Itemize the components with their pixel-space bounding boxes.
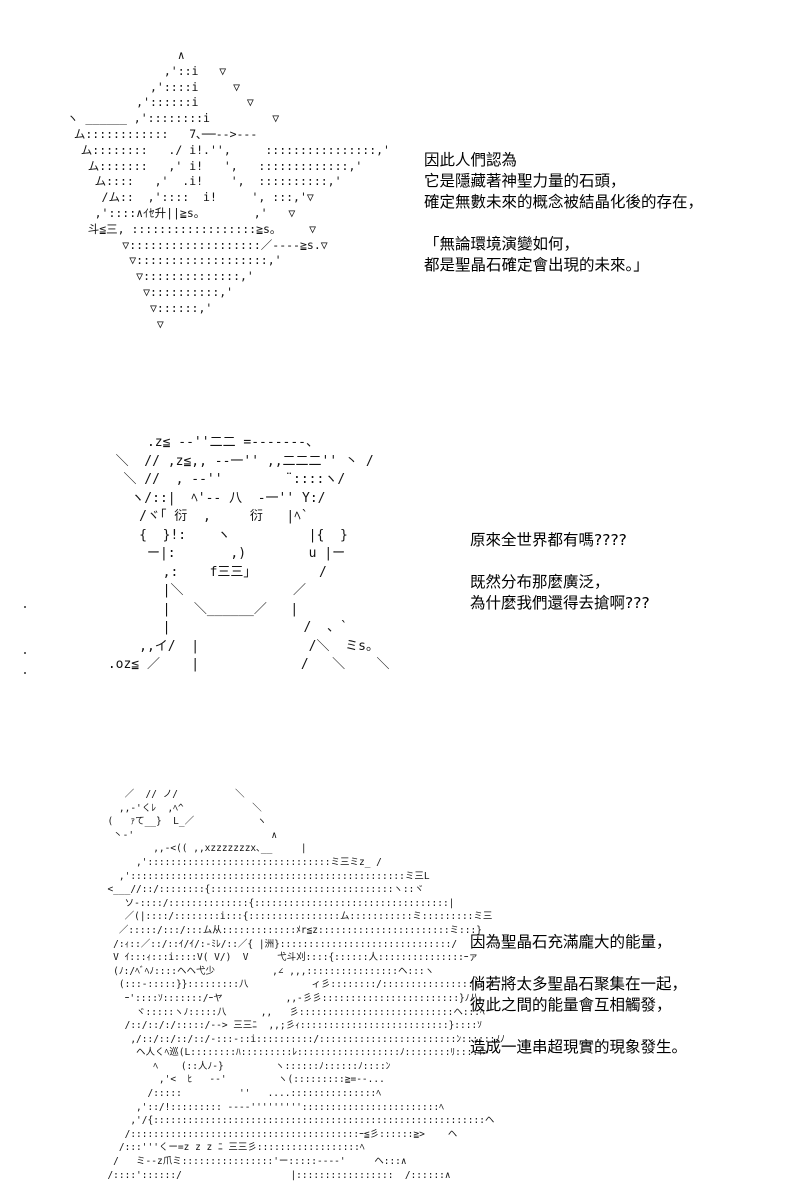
caption-line: 因為聖晶石充滿龐大的能量， (470, 933, 672, 951)
caption-paragraph: 因為聖晶石充滿龐大的能量， (470, 932, 687, 953)
caption-paragraph: 既然分布那麼廣泛， 為什麼我們還得去搶啊??? (470, 572, 650, 614)
ascii-art-girl: ／ // ノ/ ＼ ,,-'くﾚ ,ﾍ^ ＼ ( ｧて__} L_／ ヽ 丶-'… (107, 789, 505, 1181)
ascii-art-crystal: ∧ ,'::i ▽ ,'::::i ▽ ,'::::::i ▽ ヽ ______… (66, 48, 390, 331)
caption-line: 彼此之間的能量會互相觸發， (470, 996, 672, 1014)
speck (24, 672, 26, 674)
panel-boy: .z≦ --''二二 =-------、 ＼ // ,z≦,, --一'' ,,… (0, 410, 800, 770)
caption-line: 倘若將太多聖晶石聚集在一起， (470, 975, 688, 993)
caption-line: 為什麼我們還得去搶啊??? (470, 594, 650, 612)
speck (24, 652, 26, 654)
caption-line: 原來全世界都有嗎???? (470, 531, 627, 549)
caption-line: 既然分布那麼廣泛， (470, 573, 610, 591)
caption-crystal: 因此人們認為 它是隱藏著神聖力量的石頭， 確定無數未來的概念被結晶化後的存在， … (424, 150, 703, 276)
caption-line: 它是隱藏著神聖力量的石頭， (424, 172, 626, 190)
panel-crystal: ∧ ,'::i ▽ ,'::::i ▽ ,'::::::i ▽ ヽ ______… (0, 0, 800, 410)
caption-paragraph: 因此人們認為 它是隱藏著神聖力量的石頭， 確定無數未來的概念被結晶化後的存在， (424, 150, 703, 213)
quote-line: 「無論環境演變如何， (424, 235, 580, 253)
caption-paragraph: 造成一連串超現實的現象發生。 (470, 1037, 687, 1058)
caption-girl: 因為聖晶石充滿龐大的能量， 倘若將太多聖晶石聚集在一起， 彼此之間的能量會互相觸… (470, 932, 687, 1058)
caption-line: 因此人們認為 (424, 151, 518, 169)
ascii-art-boy: .z≦ --''二二 =-------、 ＼ // ,z≦,, --一'' ,,… (107, 435, 390, 672)
panel-girl: ／ // ノ/ ＼ ,,-'くﾚ ,ﾍ^ ＼ ( ｧて__} L_／ ヽ 丶-'… (0, 770, 800, 1200)
caption-paragraph: 倘若將太多聖晶石聚集在一起， 彼此之間的能量會互相觸發， (470, 974, 687, 1016)
quote-paragraph: 「無論環境演變如何， 都是聖晶石確定會出現的未來。」 (424, 234, 703, 276)
quote-line: 都是聖晶石確定會出現的未來。」 (424, 256, 649, 274)
caption-boy: 原來全世界都有嗎???? 既然分布那麼廣泛， 為什麼我們還得去搶啊??? (470, 530, 650, 614)
caption-paragraph: 原來全世界都有嗎???? (470, 530, 650, 551)
caption-line: 造成一連串超現實的現象發生。 (470, 1038, 688, 1056)
speck (24, 606, 26, 608)
caption-line: 確定無數未來的概念被結晶化後的存在， (424, 193, 704, 211)
